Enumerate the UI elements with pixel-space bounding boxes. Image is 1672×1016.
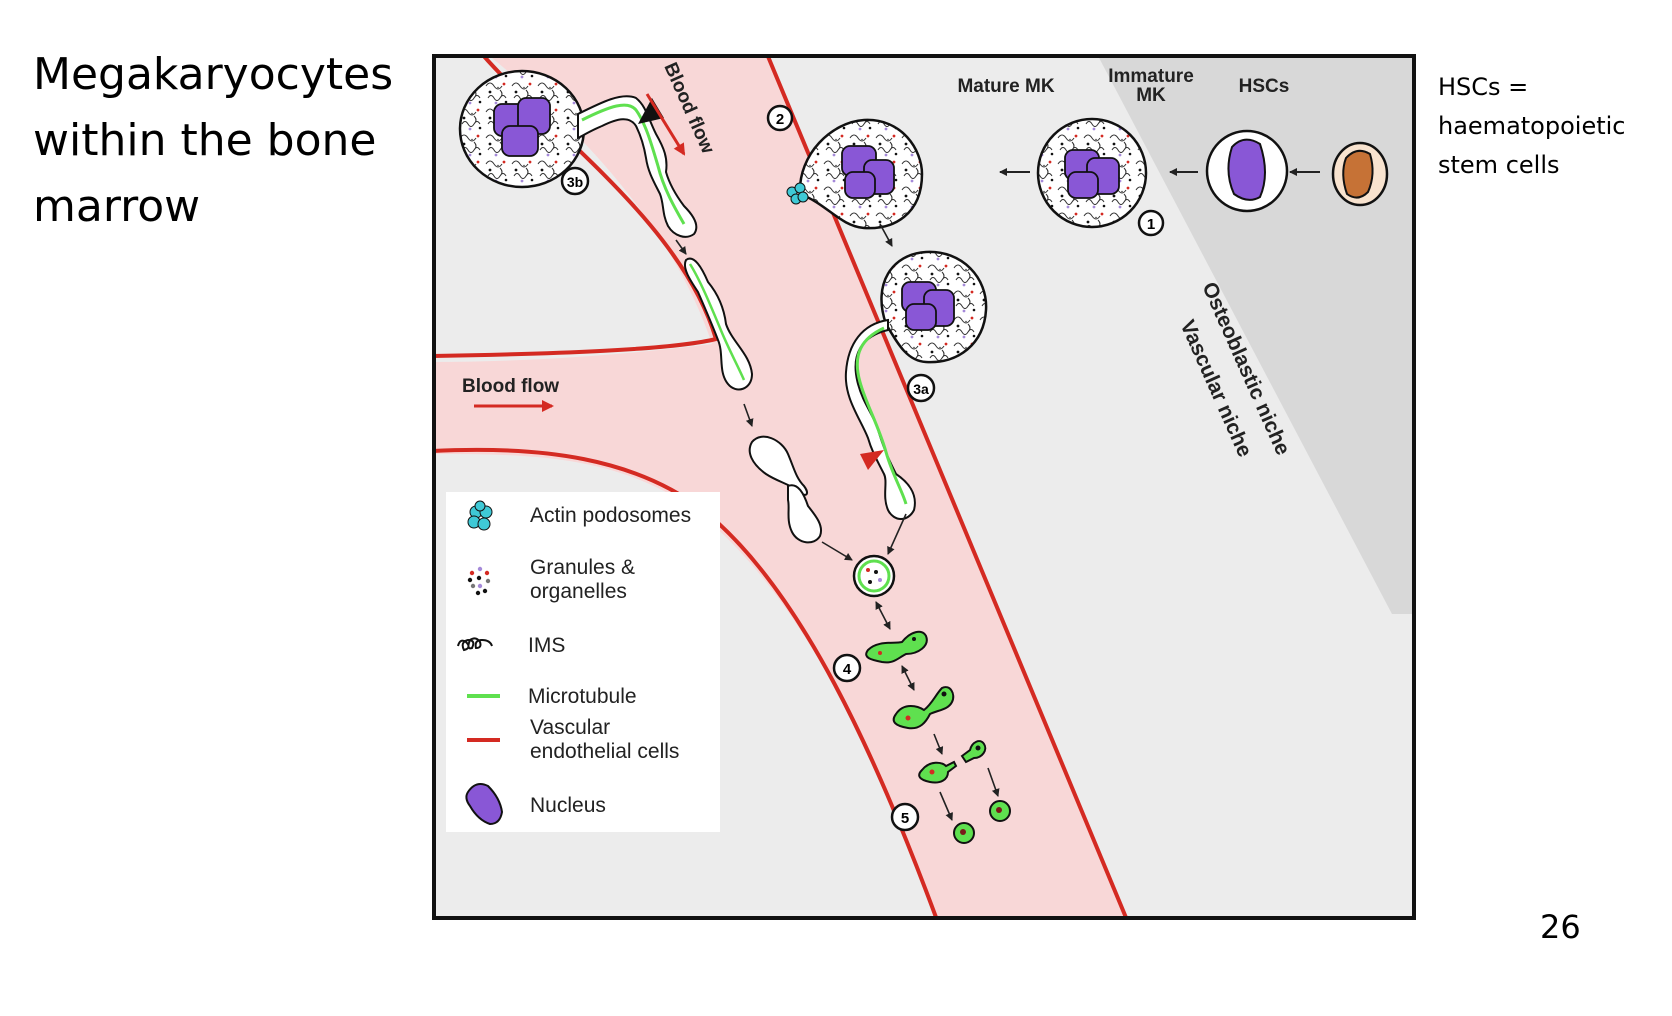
proplatelet-3b [577, 95, 698, 238]
ims-icon [457, 637, 493, 652]
blood-vessel [432, 54, 1127, 920]
arrow-fragment [987, 767, 1000, 797]
arrowhead-black-marker [638, 98, 664, 124]
barbell-proplatelet [892, 686, 955, 730]
label-immature-mk-line2: MK [1136, 85, 1166, 106]
step-marker-1: 1 [1137, 209, 1165, 237]
note-line: HSCs = [1438, 73, 1529, 101]
arrow-fragment [933, 733, 944, 755]
arrow-to-preplatelet [821, 541, 853, 561]
legend: Actin podosomes Granules & organelles IM… [446, 492, 720, 832]
step-marker-4: 4 [832, 653, 862, 683]
arrowhead-red-marker [860, 450, 884, 470]
immature-mk-cell [1205, 129, 1289, 213]
slide-title-line: marrow [33, 181, 201, 232]
svg-text:4: 4 [843, 661, 852, 678]
platelet [953, 822, 975, 844]
label-mature-mk: Mature MK [957, 76, 1054, 97]
mk-step2-cell [786, 118, 924, 230]
svg-text:Nucleus: Nucleus [530, 794, 606, 817]
step-marker-3b: 3b [560, 166, 590, 196]
svg-text:IMS: IMS [528, 634, 565, 657]
note-line: haematopoietic [1438, 112, 1626, 140]
arrow-fragment [743, 403, 754, 427]
svg-text:Microtubule: Microtubule [528, 685, 637, 708]
megakaryocyte-diagram: 1 2 3a 3b 4 5 Mature MK Immature MK HSCs… [432, 54, 1416, 920]
note-line: stem cells [1438, 151, 1560, 179]
label-blood-flow-horizontal: Blood flow [462, 376, 559, 397]
arrow-reversible [901, 665, 915, 691]
svg-text:Granules &: Granules & [530, 556, 635, 579]
hsc-definition-note: HSCs = haematopoietic stem cells [1438, 68, 1626, 185]
mk-step3a-cell [844, 250, 988, 520]
svg-text:3a: 3a [913, 381, 929, 397]
arrow-step2-to-3a [879, 223, 893, 247]
granules-icon [467, 566, 491, 596]
svg-text:3b: 3b [567, 174, 583, 190]
separating-proplatelet [918, 740, 987, 784]
svg-text:organelles: organelles [530, 580, 627, 603]
actin-podosomes [786, 182, 809, 205]
platelet [989, 800, 1011, 822]
legend-item-ims: IMS [457, 634, 565, 657]
mature-mk-cell [1036, 117, 1148, 229]
legend-item-actin-podosomes: Actin podosomes [467, 500, 691, 531]
step-marker-3a: 3a [906, 373, 936, 403]
step-marker-2: 2 [766, 104, 794, 132]
legend-item-granules: Granules & organelles [467, 556, 635, 603]
preplatelet [852, 554, 896, 598]
slide-title-line: Megakaryocytes [33, 49, 394, 100]
page-number: 26 [1540, 908, 1581, 946]
vessel-wall-left-lower [432, 447, 939, 920]
proplatelet-fragment [748, 435, 808, 496]
legend-item-nucleus: Nucleus [465, 783, 606, 826]
step-marker-5: 5 [890, 802, 920, 832]
legend-item-microtubule: Microtubule [467, 685, 637, 708]
arrow-3a-to-preplatelet [887, 513, 907, 555]
arrow-reversible [875, 601, 891, 630]
proplatelet-fragment [787, 484, 822, 544]
actin-podosomes-icon [467, 500, 493, 531]
svg-text:2: 2 [776, 111, 784, 128]
legend-item-vascular-endothelial: Vascular endothelial cells [467, 716, 679, 763]
svg-text:5: 5 [901, 810, 909, 827]
label-hscs: HSCs [1239, 76, 1290, 97]
figure-border [432, 54, 1416, 920]
svg-text:Actin podosomes: Actin podosomes [530, 504, 691, 527]
svg-text:Vascular: Vascular [530, 716, 610, 739]
osteoblastic-niche-region [1097, 54, 1416, 614]
slide-title-line: within the bone [33, 115, 377, 166]
arrow-fragment [939, 791, 953, 821]
barbell-proplatelet [865, 630, 928, 664]
hsc-cell [1331, 141, 1389, 207]
arrow-fragment [675, 239, 687, 255]
mk-step3b-cell [458, 69, 698, 238]
nucleus-icon [465, 783, 504, 826]
svg-text:endothelial cells: endothelial cells [530, 740, 679, 763]
legend-box [446, 492, 720, 832]
label-immature-mk-line1: Immature [1108, 66, 1194, 87]
svg-text:1: 1 [1147, 216, 1155, 233]
blood-flow-arrow-vertical [645, 93, 686, 156]
slide-title: Megakaryocytes within the bone marrow [33, 42, 433, 240]
